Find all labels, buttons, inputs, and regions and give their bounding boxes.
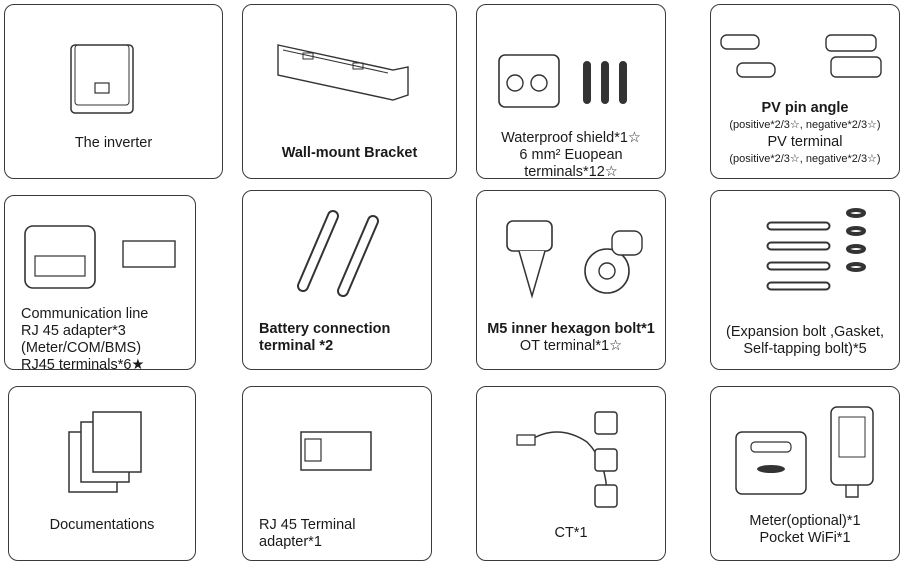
item-label: OT terminal*1☆ [519,338,623,354]
battery-connector-icon [297,210,379,297]
item-label: (Meter/COM/BMS) [21,340,142,356]
item-label: Communication line [21,306,149,322]
item-card-wall-bracket: Wall-mount Bracket [242,4,457,179]
item-label: Waterproof shield*1☆ [501,130,641,146]
item-label: RJ45 terminals*6★ [21,357,145,373]
item-label: (Expansion bolt ,Gasket, [726,324,884,340]
item-label: terminals*12☆ [524,164,618,180]
item-label: Self-tapping bolt)*5 [743,341,867,357]
item-label: Documentations [49,517,155,533]
item-label: Meter(optional)*1 [749,513,861,529]
rj45-adapter-icon [24,225,176,289]
item-label: Wall-mount Bracket [281,145,418,161]
item-label: Pocket WiFi*1 [759,530,851,546]
item-card-waterproof-shield: Waterproof shield*1☆ 6 mm² Euopean termi… [476,4,666,180]
document-icon [68,411,142,493]
item-label: PV terminal [767,134,843,150]
item-card-rj45-terminal-adapter: RJ 45 Terminal adapter*1 [242,386,432,561]
item-label: PV pin angle [761,100,849,116]
meter-icon [735,406,874,498]
item-card-battery-connection: Battery connection terminal *2 [242,190,432,370]
item-label: 6 mm² Euopean [519,147,623,163]
item-label: terminal *2 [259,338,334,354]
item-card-hex-bolt: M5 inner hexagon bolt*1 OT terminal*1☆ [476,190,666,370]
expansion-bolt-icon [766,208,866,291]
item-card-inverter: The inverter [4,4,223,179]
waterproof-shield-icon [498,54,627,108]
item-card-documentations: Documentations [8,386,196,561]
item-card-communication-line: Communication line RJ 45 adapter*3 (Mete… [4,195,196,373]
item-card-expansion-bolt: (Expansion bolt ,Gasket, Self-tapping bo… [710,190,900,370]
wall-bracket-icon [277,44,409,101]
item-label: (positive*2/3☆, negative*2/3☆) [729,153,881,165]
item-label: The inverter [74,135,153,151]
item-label: RJ 45 Terminal [259,517,356,533]
ct-icon [516,411,618,508]
inverter-icon [70,44,134,114]
item-card-ct: CT*1 [476,386,666,561]
item-card-meter-wifi: Meter(optional)*1 Pocket WiFi*1 [710,386,900,561]
item-label: CT*1 [554,525,588,541]
item-label: adapter*1 [259,534,322,550]
item-label: M5 inner hexagon bolt*1 [487,321,655,337]
item-label: RJ 45 adapter*3 [21,323,126,339]
item-label: Battery connection [259,321,391,337]
item-card-pv-terminal: PV pin angle (positive*2/3☆, negative*2/… [710,4,900,179]
hex-bolt-icon [506,220,643,299]
pv-connector-icon [720,34,882,78]
rj45-terminal-adapter-icon [300,431,372,471]
item-label: (positive*2/3☆, negative*2/3☆) [729,119,881,131]
